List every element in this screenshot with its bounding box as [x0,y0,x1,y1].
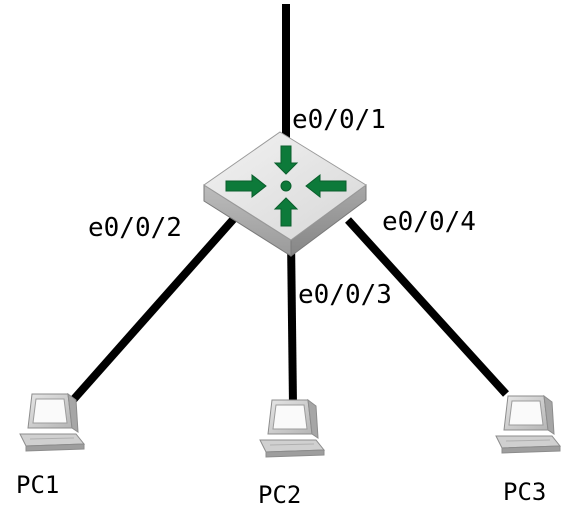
port-label-pc3: e0/0/4 [382,207,476,237]
pc3-label: PC3 [503,478,546,506]
pc1-node: PC1 [16,393,85,499]
pc1-label: PC1 [16,471,59,499]
pc-icon [495,395,561,454]
pc1-cable [63,211,241,411]
pc-icon [259,399,325,458]
pc-icon [19,393,85,452]
switch-arrows-icon [225,145,347,227]
pc2-label: PC2 [258,481,301,509]
pc2-cable [287,237,297,407]
pc3-node: PC3 [495,395,561,506]
pc2-node: PC2 [258,399,325,509]
port-label-pc2: e0/0/3 [298,280,392,310]
port-label-pc1: e0/0/2 [88,213,182,243]
pc3-cable [345,217,509,397]
l3-switch-icon [203,131,367,257]
port-label-uplink: e0/0/1 [292,105,386,135]
